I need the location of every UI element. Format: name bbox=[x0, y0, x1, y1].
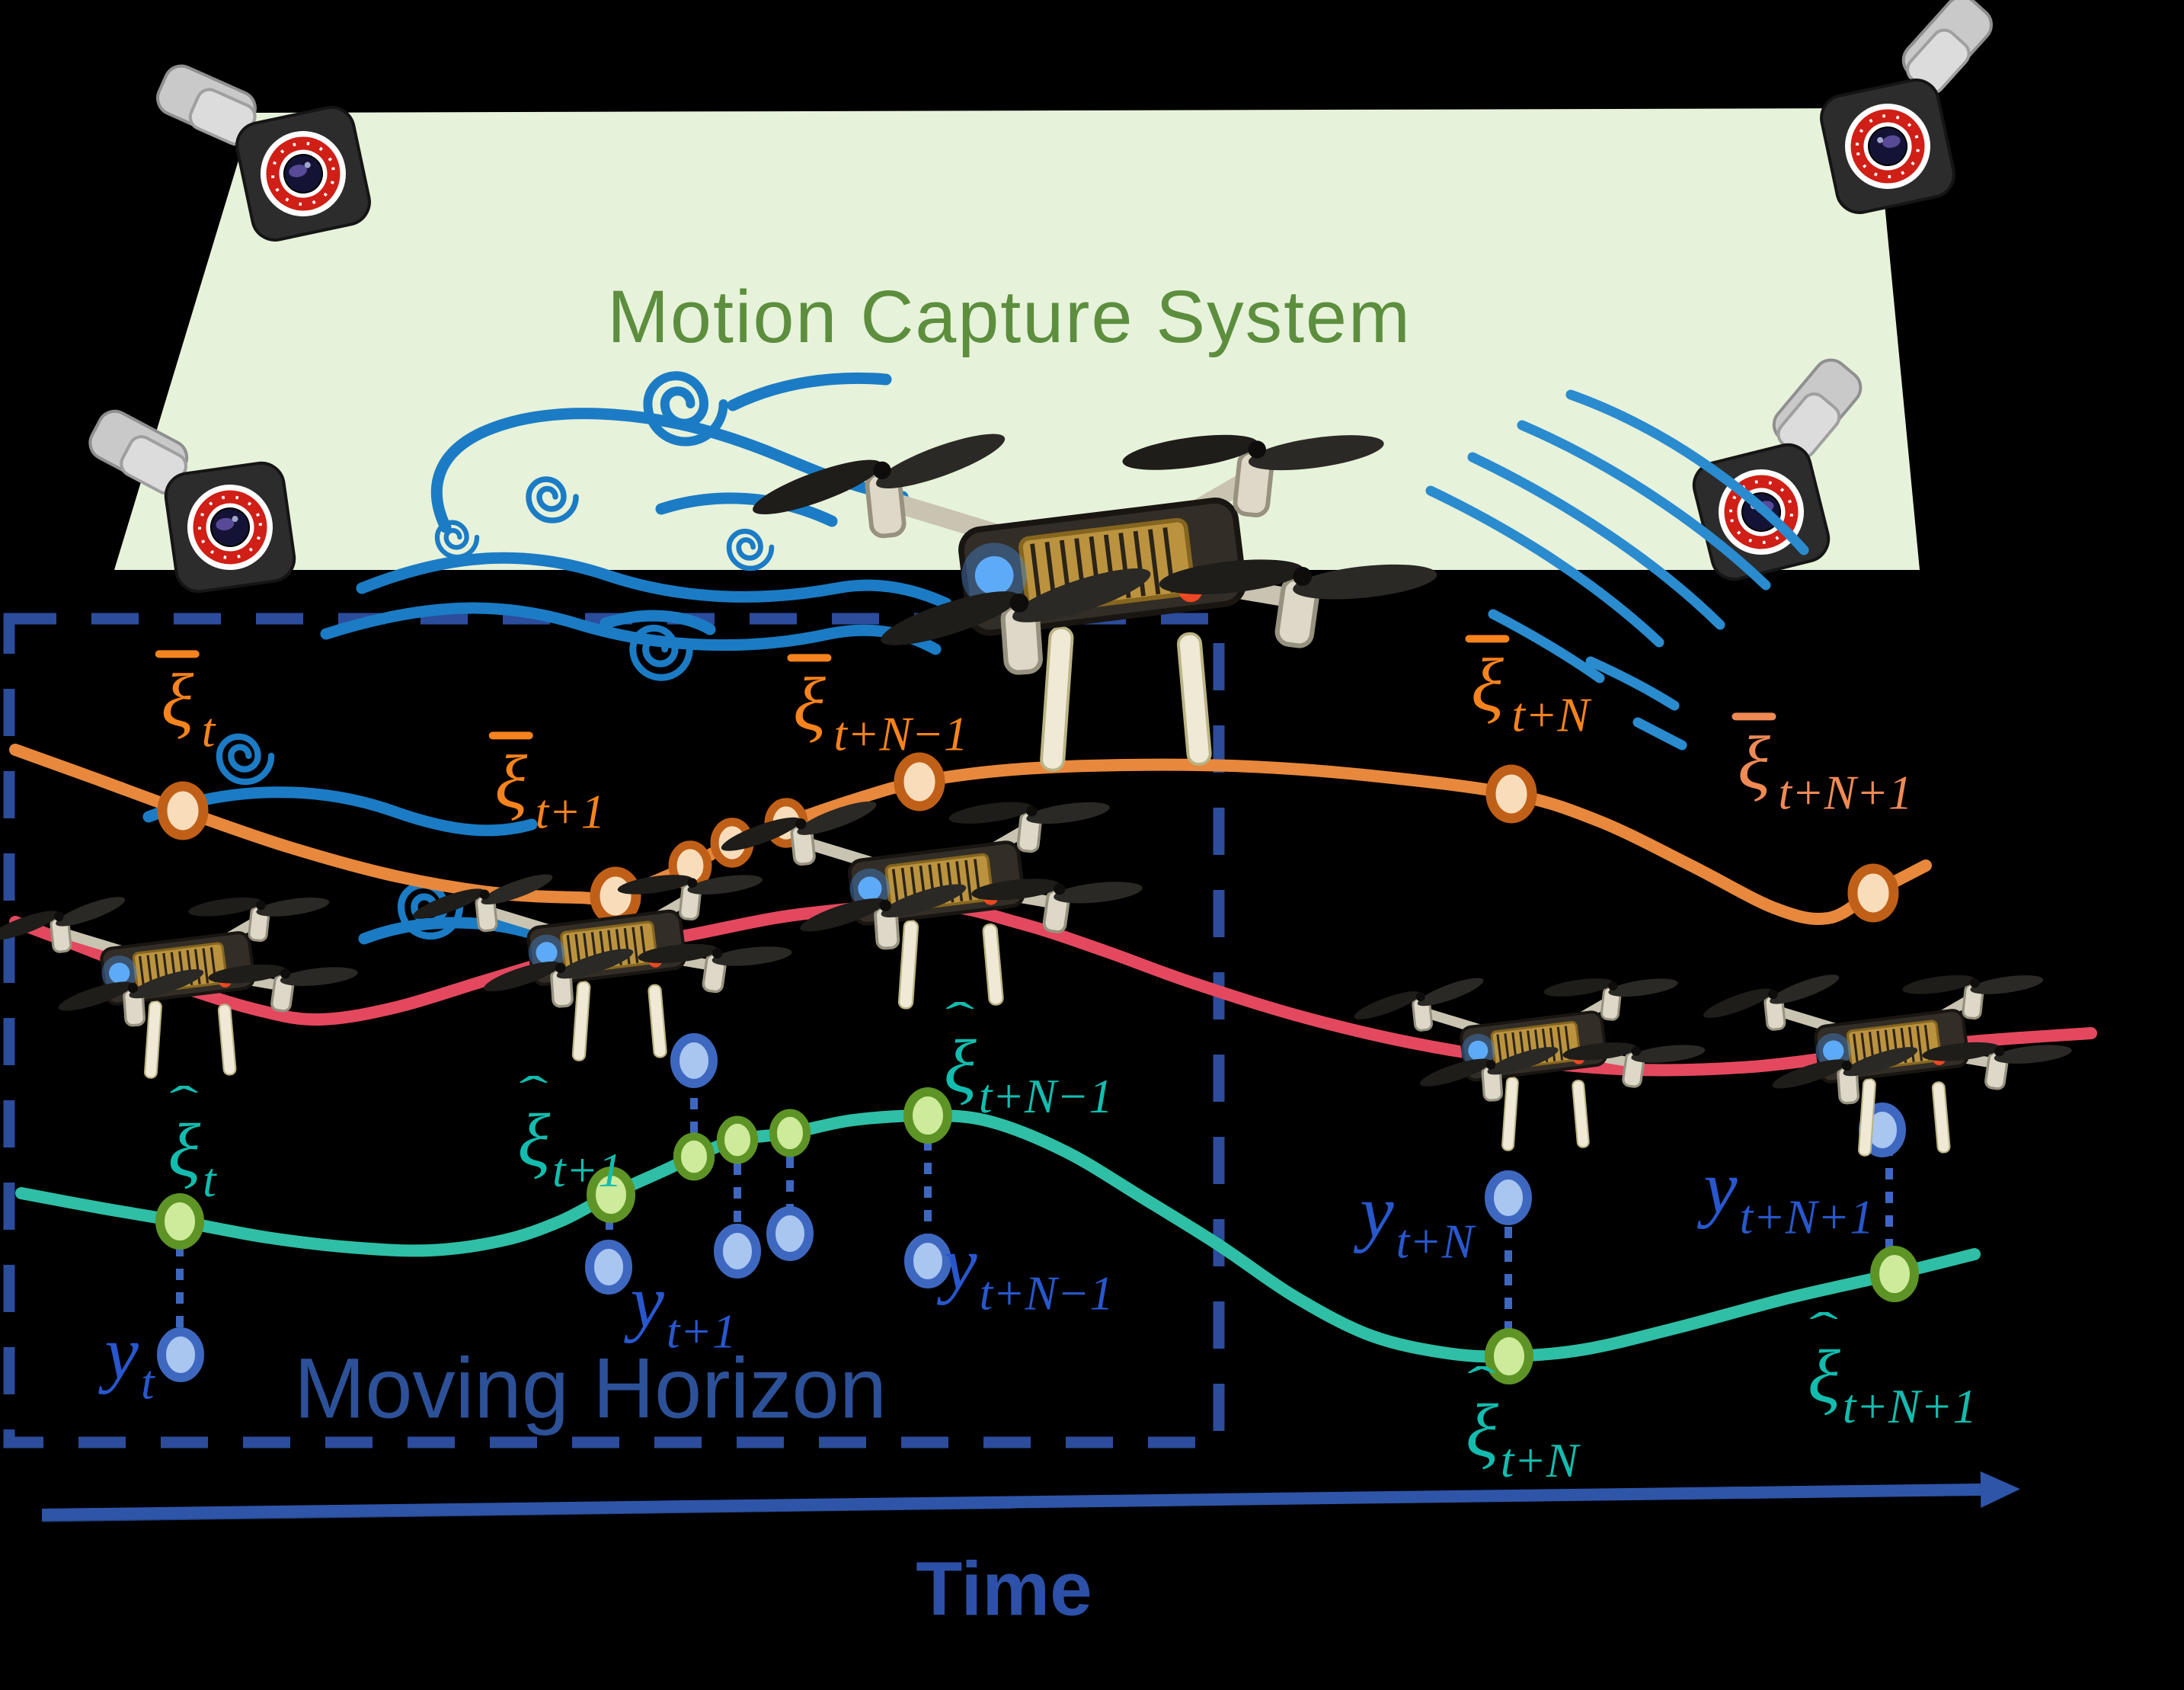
wind-tail bbox=[727, 372, 892, 411]
measurement-marker-2 bbox=[585, 1240, 632, 1295]
horizon-box-layer bbox=[3, 613, 1225, 1448]
wind-wave bbox=[655, 492, 838, 527]
wind-streak bbox=[1585, 656, 1680, 711]
moving-horizon-box bbox=[3, 613, 1225, 1448]
wind-wave bbox=[600, 610, 716, 635]
wind-right bbox=[1425, 389, 1809, 751]
estimated-trajectory-curve bbox=[15, 1109, 1981, 1363]
estimated-marker-3 bbox=[673, 1132, 715, 1181]
panel-layer bbox=[114, 108, 1920, 570]
quadcopter-drone-icon-2 bbox=[0, 879, 361, 1078]
reference-marker-1 bbox=[157, 781, 209, 840]
axis-layer bbox=[41, 1471, 2020, 1522]
mocap-camera-icon-1 bbox=[144, 27, 374, 260]
wind-wave bbox=[358, 917, 553, 945]
wind-spiral-icon bbox=[219, 737, 271, 782]
measurement-marker-1 bbox=[157, 1327, 204, 1382]
reference-marker-6 bbox=[894, 752, 945, 811]
estimated-marker-7 bbox=[1485, 1328, 1533, 1384]
reference-marker-7 bbox=[1485, 764, 1537, 824]
estimated-marker-4 bbox=[716, 1115, 759, 1164]
wind-wave bbox=[142, 786, 538, 837]
wind-wave bbox=[430, 408, 909, 533]
reference-marker-2 bbox=[590, 866, 641, 926]
wind-left bbox=[142, 372, 952, 945]
measurement-marker-4 bbox=[714, 1224, 761, 1279]
time-axis-line bbox=[41, 1484, 1981, 1521]
curves-layer bbox=[9, 744, 2097, 1363]
measurement-marker-6 bbox=[904, 1234, 951, 1288]
estimated-marker-5 bbox=[769, 1109, 811, 1157]
wind-wave bbox=[356, 552, 952, 610]
estimated-marker-6 bbox=[903, 1087, 952, 1144]
markers-layer bbox=[155, 752, 1919, 1384]
wind-streak bbox=[1488, 609, 1605, 683]
wind-streak bbox=[1565, 389, 1809, 555]
estimated-marker-1 bbox=[155, 1193, 204, 1250]
wind-spiral-icon bbox=[633, 628, 689, 677]
measurement-marker-3 bbox=[670, 1033, 718, 1088]
measurement-marker-5 bbox=[766, 1206, 814, 1261]
time-axis-sketchline bbox=[41, 1505, 1012, 1522]
wind-streak bbox=[1517, 420, 1771, 591]
wind-streak bbox=[1467, 452, 1725, 630]
estimated-marker-2 bbox=[587, 1167, 635, 1223]
mocap-camera-icon-3 bbox=[1801, 0, 2031, 217]
wind-streak bbox=[1425, 485, 1664, 648]
estimated-marker-8 bbox=[1870, 1246, 1919, 1302]
time-axis-arrowhead-icon bbox=[1980, 1471, 2020, 1508]
wind-streak bbox=[1632, 717, 1687, 751]
measurement-marker-7 bbox=[1485, 1170, 1532, 1225]
actual-trajectory-curve bbox=[9, 898, 2097, 1077]
motion-capture-panel bbox=[114, 108, 1920, 570]
reference-marker-8 bbox=[1847, 863, 1899, 923]
connectors-layer bbox=[176, 1061, 1893, 1356]
quadcopter-drone-icon-5 bbox=[1349, 962, 1708, 1151]
